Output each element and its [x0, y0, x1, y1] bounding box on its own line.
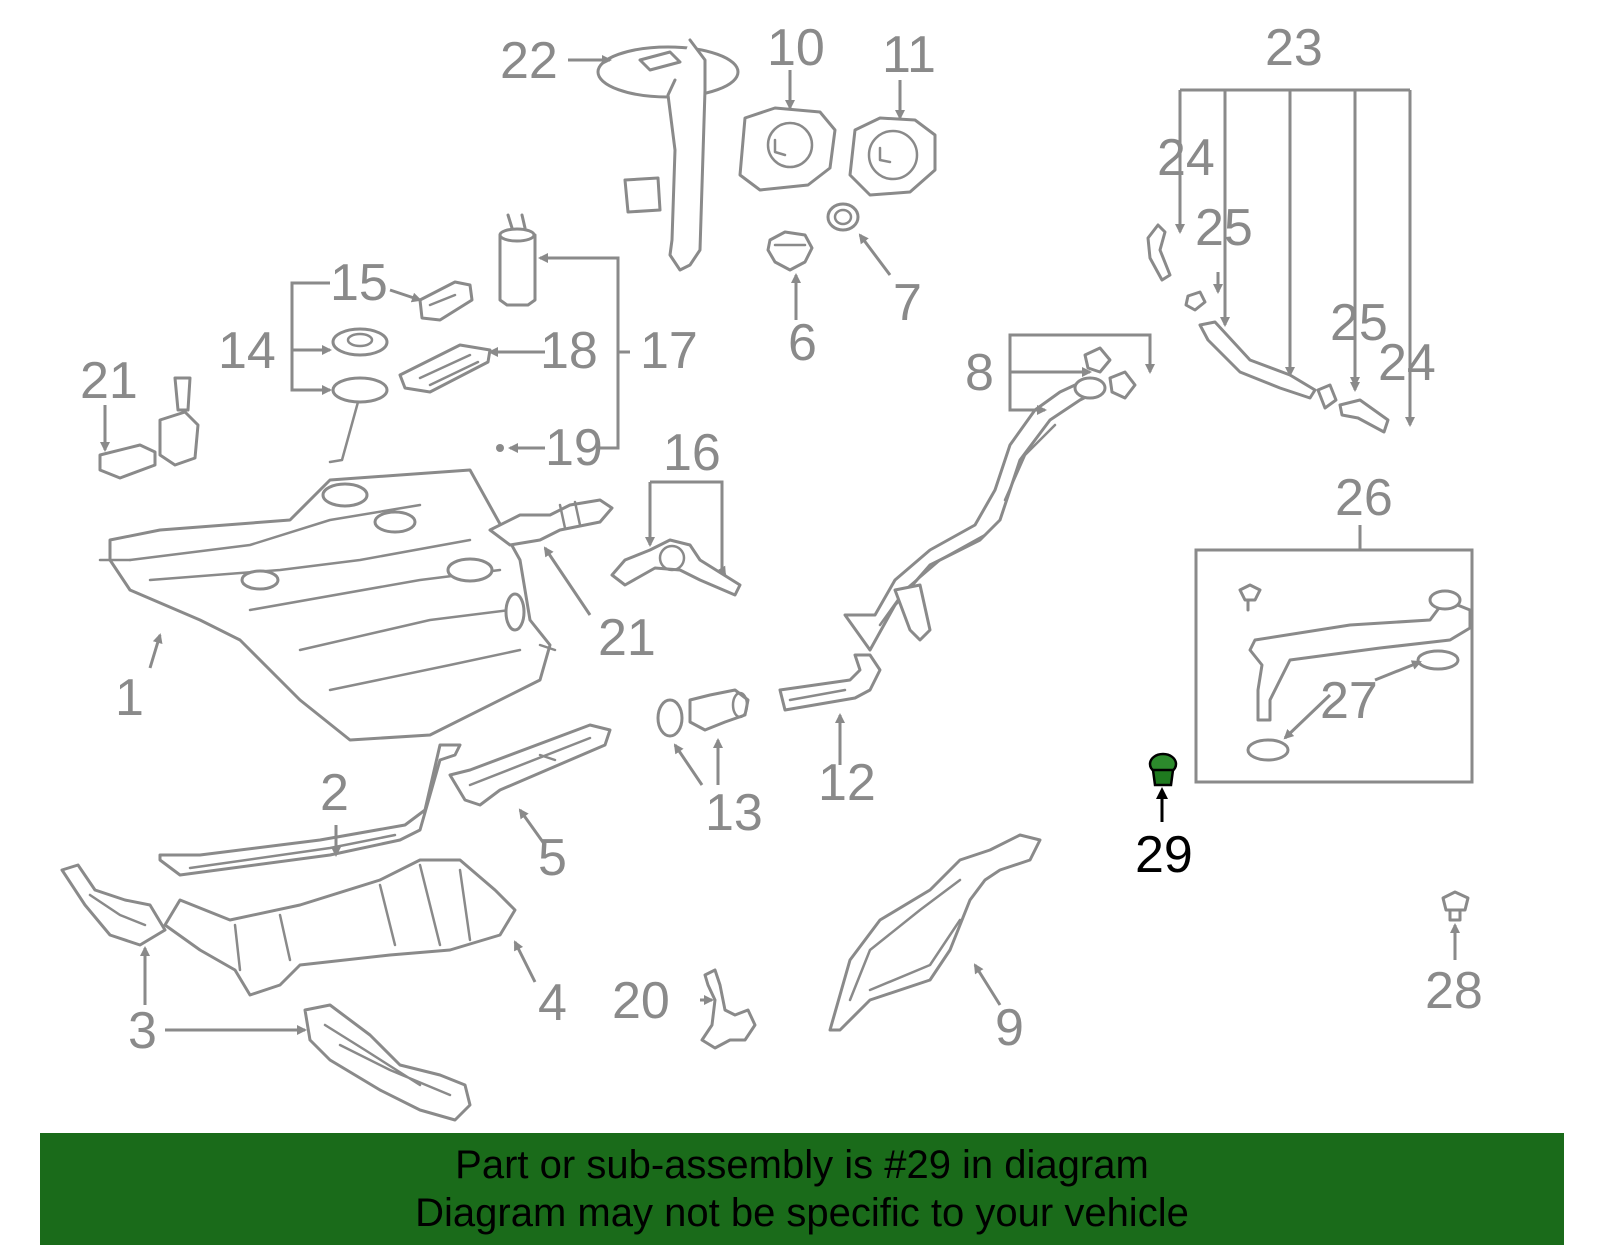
label-11: 11	[882, 26, 936, 84]
part-7-gasket	[826, 202, 860, 232]
leader-lines	[100, 55, 1460, 1035]
part-15-filter	[418, 280, 474, 322]
label-8: 8	[965, 344, 994, 402]
label-21-right: 21	[598, 609, 656, 667]
part-1-fuel-tank	[98, 468, 557, 742]
part-5-bracket	[448, 723, 612, 807]
part-4-heat-protector	[163, 858, 517, 997]
label-16: 16	[663, 424, 721, 482]
part-9-protector	[828, 833, 1042, 1032]
part-18-strainer	[398, 343, 492, 394]
label-25-right: 25	[1330, 294, 1388, 352]
label-20: 20	[612, 972, 670, 1030]
part-24-25-hoses	[1146, 223, 1390, 434]
banner-line-1: Part or sub-assembly is #29 in diagram	[455, 1143, 1149, 1187]
label-23: 23	[1265, 19, 1323, 77]
label-25-top: 25	[1195, 199, 1253, 257]
label-5: 5	[538, 829, 567, 887]
label-19: 19	[545, 419, 603, 477]
label-22: 22	[500, 32, 558, 90]
part-20-sender	[700, 968, 757, 1050]
part-19-clip	[496, 444, 504, 452]
part-17-fuel-pump	[498, 213, 537, 307]
part-8-filler-pipe	[843, 346, 1137, 652]
part-3-protectors	[60, 863, 472, 1122]
banner-line-2: Diagram may not be specific to your vehi…	[415, 1191, 1189, 1235]
label-18: 18	[540, 322, 598, 380]
label-15: 15	[330, 254, 388, 312]
part-11-housing	[848, 116, 937, 197]
part-22-pump-bracket	[596, 38, 740, 272]
info-banner: Part or sub-assembly is #29 in diagram D…	[40, 1133, 1564, 1245]
label-6: 6	[788, 314, 817, 372]
part-13-valve	[656, 688, 750, 738]
label-1: 1	[115, 669, 144, 727]
part-29-highlighted	[1148, 752, 1178, 787]
part-6-fuel-cap	[766, 230, 814, 272]
label-17: 17	[640, 322, 698, 380]
label-9: 9	[995, 999, 1024, 1057]
label-12: 12	[818, 754, 876, 812]
part-14-gaskets	[328, 327, 389, 464]
label-13: 13	[705, 784, 763, 842]
callout-labels: 1 2 3 4 5 6 7 8 9 10 11 12 13 14 15 16 1…	[80, 19, 1483, 1060]
part-26-vent-assembly	[1194, 548, 1474, 784]
part-21-sender-right	[488, 498, 614, 547]
label-24-top: 24	[1157, 129, 1215, 187]
label-3: 3	[128, 1002, 157, 1060]
label-4: 4	[538, 974, 567, 1032]
label-29: 29	[1135, 826, 1193, 884]
part-21-sender-left	[98, 376, 200, 480]
label-2: 2	[320, 764, 349, 822]
label-26: 26	[1335, 469, 1393, 527]
label-27: 27	[1320, 672, 1378, 730]
label-7: 7	[893, 274, 922, 332]
part-12-hose	[778, 653, 882, 712]
part-2-strap	[158, 743, 462, 877]
label-24-right: 24	[1378, 334, 1436, 392]
label-21-left: 21	[80, 352, 138, 410]
label-28: 28	[1425, 962, 1483, 1020]
label-14: 14	[218, 322, 276, 380]
label-10: 10	[767, 19, 825, 77]
part-28-clip	[1441, 890, 1470, 922]
part-10-fuel-door	[738, 106, 837, 192]
